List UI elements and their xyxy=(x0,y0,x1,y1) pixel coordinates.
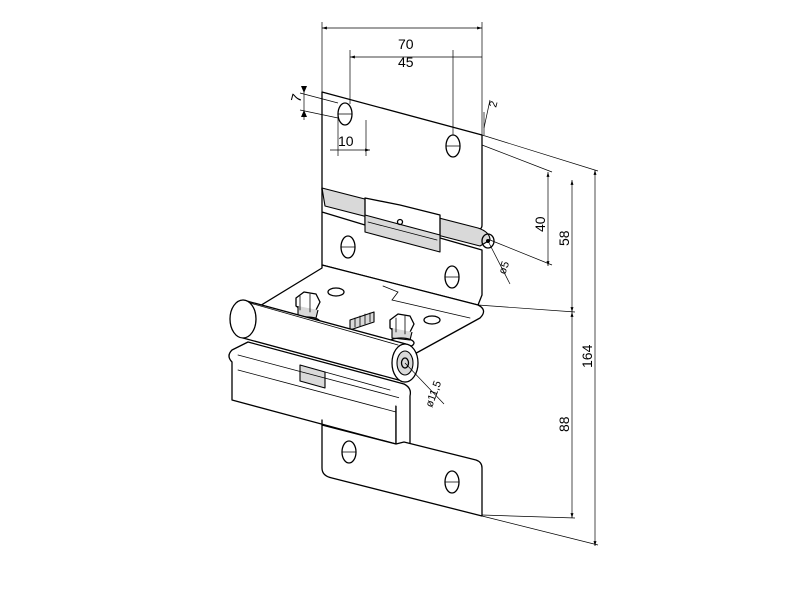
dim-164: 164 xyxy=(579,344,595,368)
middle-plate-notch xyxy=(364,214,441,253)
dimension-lines xyxy=(299,22,599,546)
dimension-labels: 70 45 7 10 2 40 58 ø5 164 88 ø11,5 xyxy=(287,36,595,432)
dim-10: 10 xyxy=(338,133,354,149)
dim-70: 70 xyxy=(398,36,414,52)
adjust-slider xyxy=(349,311,375,331)
hinge-part xyxy=(228,91,495,517)
lower-leaf-plate xyxy=(321,419,483,517)
dim-58: 58 xyxy=(556,230,572,246)
dim-pin-diameter: ø5 xyxy=(497,260,513,276)
dim-7: 7 xyxy=(287,92,305,104)
dim-barrel-diameter: ø11,5 xyxy=(424,379,445,409)
dim-40: 40 xyxy=(532,216,548,232)
dim-45: 45 xyxy=(398,54,414,70)
middle-plate-slots xyxy=(340,235,460,289)
lower-knuckle xyxy=(228,341,409,445)
lower-plate-slots xyxy=(341,440,460,494)
pin xyxy=(481,233,495,249)
bolt-left xyxy=(293,291,321,328)
dim-2: 2 xyxy=(487,100,500,109)
dim-88: 88 xyxy=(556,416,572,432)
bolt-right xyxy=(387,313,415,349)
